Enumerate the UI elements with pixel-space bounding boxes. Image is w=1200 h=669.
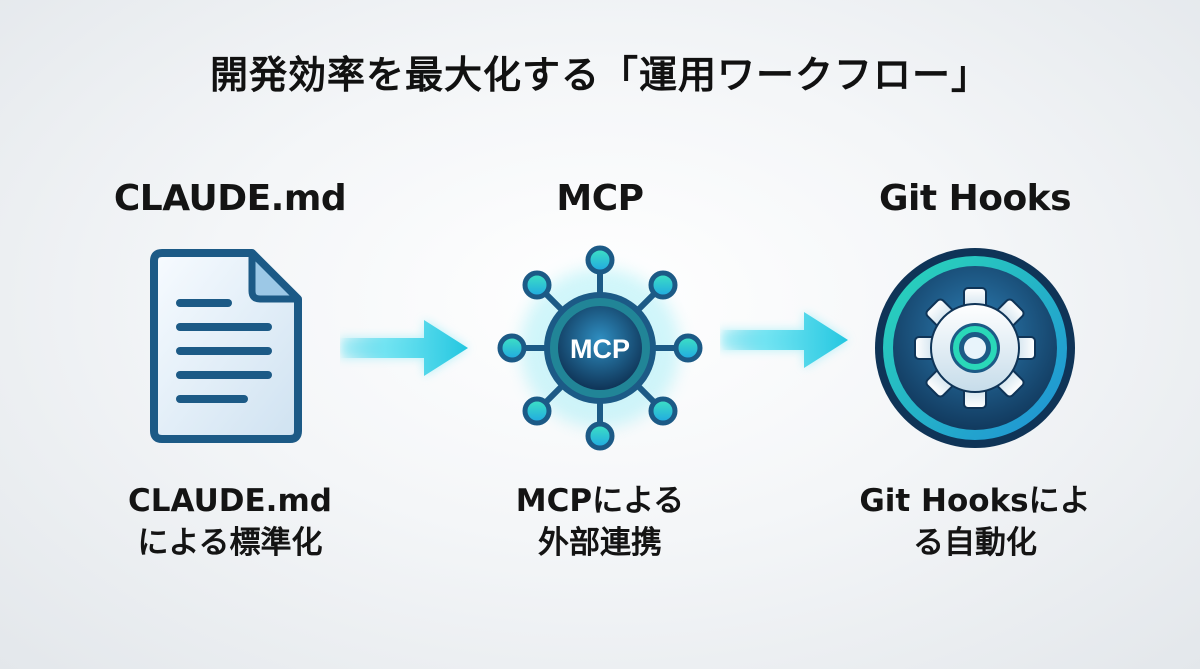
page-title: 開発効率を最大化する「運用ワークフロー」	[209, 53, 990, 97]
step-label-claude-md: CLAUDE.md	[113, 178, 347, 219]
caption-line: による標準化	[137, 525, 323, 561]
step-caption-claude-md: CLAUDE.md による標準化	[70, 480, 390, 564]
mcp-hub-text: MCP	[570, 334, 630, 364]
step-caption-git-hooks: Git Hooksによ る自動化	[815, 480, 1135, 564]
step-label-git-hooks: Git Hooks	[878, 178, 1072, 219]
caption-line: Git Hooksによ	[859, 483, 1091, 519]
caption-line: 外部連携	[538, 525, 662, 561]
caption-line: る自動化	[913, 525, 1037, 561]
step-label-mcp: MCP	[556, 178, 644, 219]
network-hub-icon: MCP	[497, 245, 703, 451]
document-icon	[150, 249, 302, 443]
gear-icon	[875, 248, 1075, 448]
caption-line: MCPによる	[515, 483, 685, 519]
caption-line: CLAUDE.md	[128, 483, 332, 519]
step-caption-mcp: MCPによる 外部連携	[440, 480, 760, 564]
arrow-right-icon	[340, 320, 468, 376]
arrow-right-icon	[720, 312, 848, 368]
